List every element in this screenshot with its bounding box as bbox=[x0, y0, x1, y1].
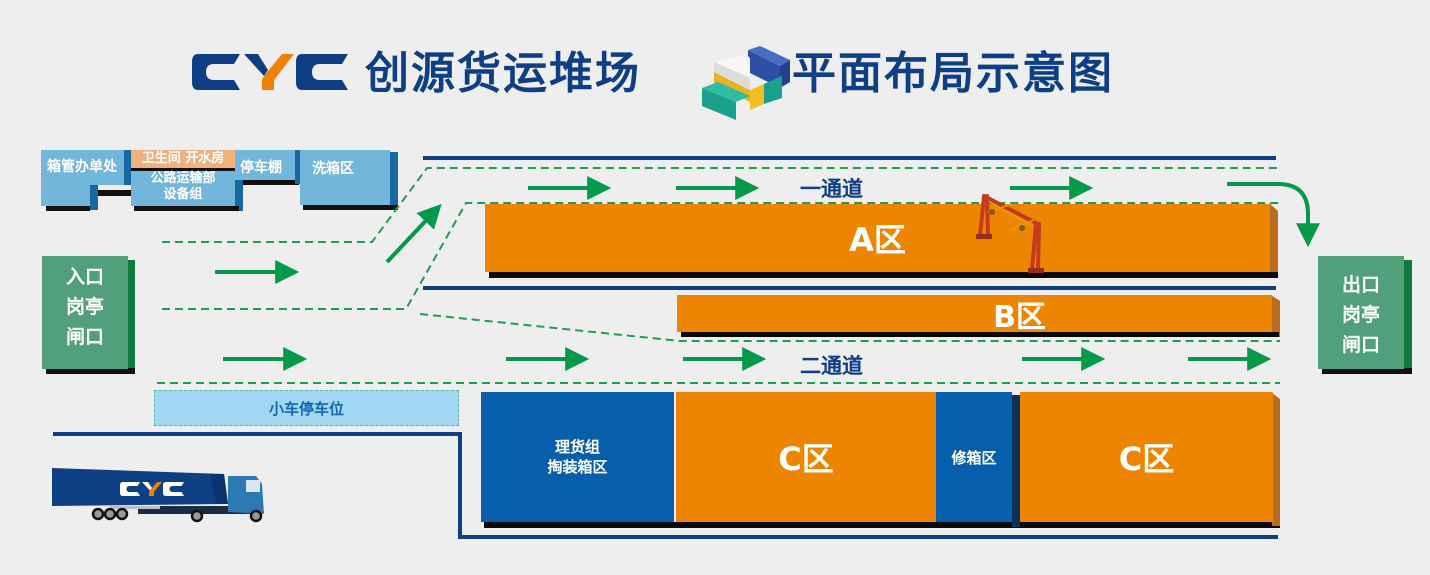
zone-c-right: C区 bbox=[1020, 392, 1273, 522]
exit-gate-line3: 闸口 bbox=[1341, 334, 1380, 356]
zone-tally-packing: 理货组 掏装箱区 bbox=[481, 392, 674, 522]
title-left: 创源货运堆场 bbox=[365, 48, 641, 99]
zone-a-block: A区 bbox=[485, 204, 1270, 272]
facility-restroom-label: 卫生间 开水房 bbox=[141, 151, 225, 166]
zone-tally-line1: 理货组 bbox=[554, 438, 600, 456]
entrance-gate-line1: 入口 bbox=[65, 266, 104, 288]
truck-trailer bbox=[52, 468, 228, 506]
container-stack-icon bbox=[702, 46, 790, 120]
logo-letter-y-right bbox=[262, 54, 294, 90]
zone-b-label: B区 bbox=[993, 299, 1046, 335]
zone-repair-label: 修箱区 bbox=[951, 448, 997, 467]
logo-letter-c1 bbox=[192, 54, 240, 90]
arrow-exit-turn bbox=[1227, 182, 1320, 248]
facility-transport-line2: 设备组 bbox=[163, 187, 203, 202]
truck-icon bbox=[52, 468, 264, 523]
facility-wash-area: 洗箱区 bbox=[300, 150, 390, 205]
gantry-crane-icon bbox=[976, 194, 1044, 273]
arrow-diagonal bbox=[385, 203, 442, 264]
facility-restroom: 卫生间 开水房 bbox=[131, 150, 235, 168]
entrance-gate-line3: 闸口 bbox=[65, 326, 104, 348]
exit-gate-box: 出口 岗亭 闸口 bbox=[1318, 256, 1404, 369]
zone-c-left: C区 bbox=[676, 392, 936, 522]
zone-c-right-label: C区 bbox=[1118, 440, 1175, 478]
exit-gate-line1: 出口 bbox=[1341, 274, 1380, 296]
lane-line-3 bbox=[419, 313, 1280, 342]
road-boundary-bottom bbox=[53, 432, 1278, 539]
facility-carport: 停车棚 bbox=[235, 150, 295, 180]
lane-line-2 bbox=[162, 202, 1280, 310]
cyc-logo bbox=[192, 54, 348, 90]
lane-line-1 bbox=[162, 167, 1280, 243]
title-right: 平面布局示意图 bbox=[792, 48, 1114, 99]
facility-transport-dept: 公路运输部 设备组 bbox=[131, 171, 235, 206]
zone-c-left-label: C区 bbox=[778, 440, 834, 478]
facility-transport-line1: 公路运输部 bbox=[150, 171, 216, 186]
zone-tally-line2: 掏装箱区 bbox=[547, 458, 608, 476]
small-car-parking: 小车停车位 bbox=[154, 390, 459, 426]
small-car-parking-label: 小车停车位 bbox=[268, 399, 344, 418]
facility-wash-area-label: 洗箱区 bbox=[312, 161, 354, 177]
lane-2-label: 二通道 bbox=[800, 354, 863, 378]
facility-box-office-label: 箱管办单处 bbox=[47, 159, 117, 175]
facility-box-office: 箱管办单处 bbox=[41, 150, 131, 185]
zone-a-label: A区 bbox=[849, 221, 906, 259]
logo-letter-y-left bbox=[244, 54, 268, 76]
zone-b-block: B区 bbox=[677, 295, 1272, 335]
entrance-gate-box: 入口 岗亭 闸口 bbox=[42, 256, 128, 369]
exit-gate-line2: 岗亭 bbox=[1341, 304, 1380, 326]
entrance-gate-line2: 岗亭 bbox=[65, 296, 104, 318]
logo-letter-c2 bbox=[296, 54, 348, 90]
zone-repair: 修箱区 bbox=[936, 392, 1012, 522]
facility-carport-label: 停车棚 bbox=[240, 160, 282, 176]
lane-1-label: 一通道 bbox=[800, 177, 863, 201]
truck-logo bbox=[120, 482, 184, 496]
